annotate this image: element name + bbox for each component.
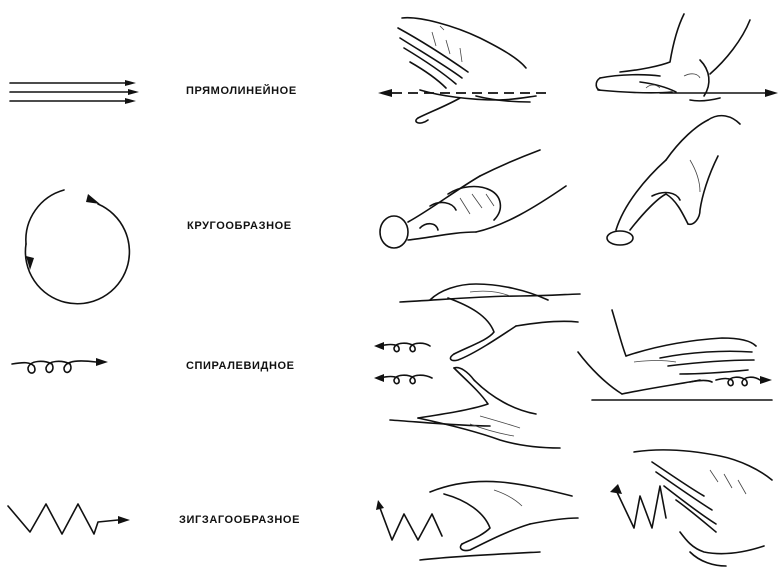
hand-spiral-lower bbox=[374, 368, 560, 448]
hand-circular-fist bbox=[380, 150, 566, 248]
circular-arrow-symbol bbox=[25, 190, 129, 304]
straight-arrows-symbol bbox=[10, 80, 139, 104]
hand-circular-fingertip bbox=[607, 116, 740, 245]
zigzag-arrow-symbol bbox=[8, 504, 130, 534]
hand-zigzag-palm bbox=[376, 481, 578, 560]
hand-straight-fingertips bbox=[596, 14, 778, 101]
hand-straight-palm bbox=[378, 18, 548, 123]
hand-spiral-upper bbox=[374, 284, 580, 361]
spiral-arrow-symbol bbox=[12, 358, 108, 373]
hand-spiral-forearm bbox=[578, 310, 772, 400]
hand-zigzag-fingers bbox=[610, 450, 772, 566]
